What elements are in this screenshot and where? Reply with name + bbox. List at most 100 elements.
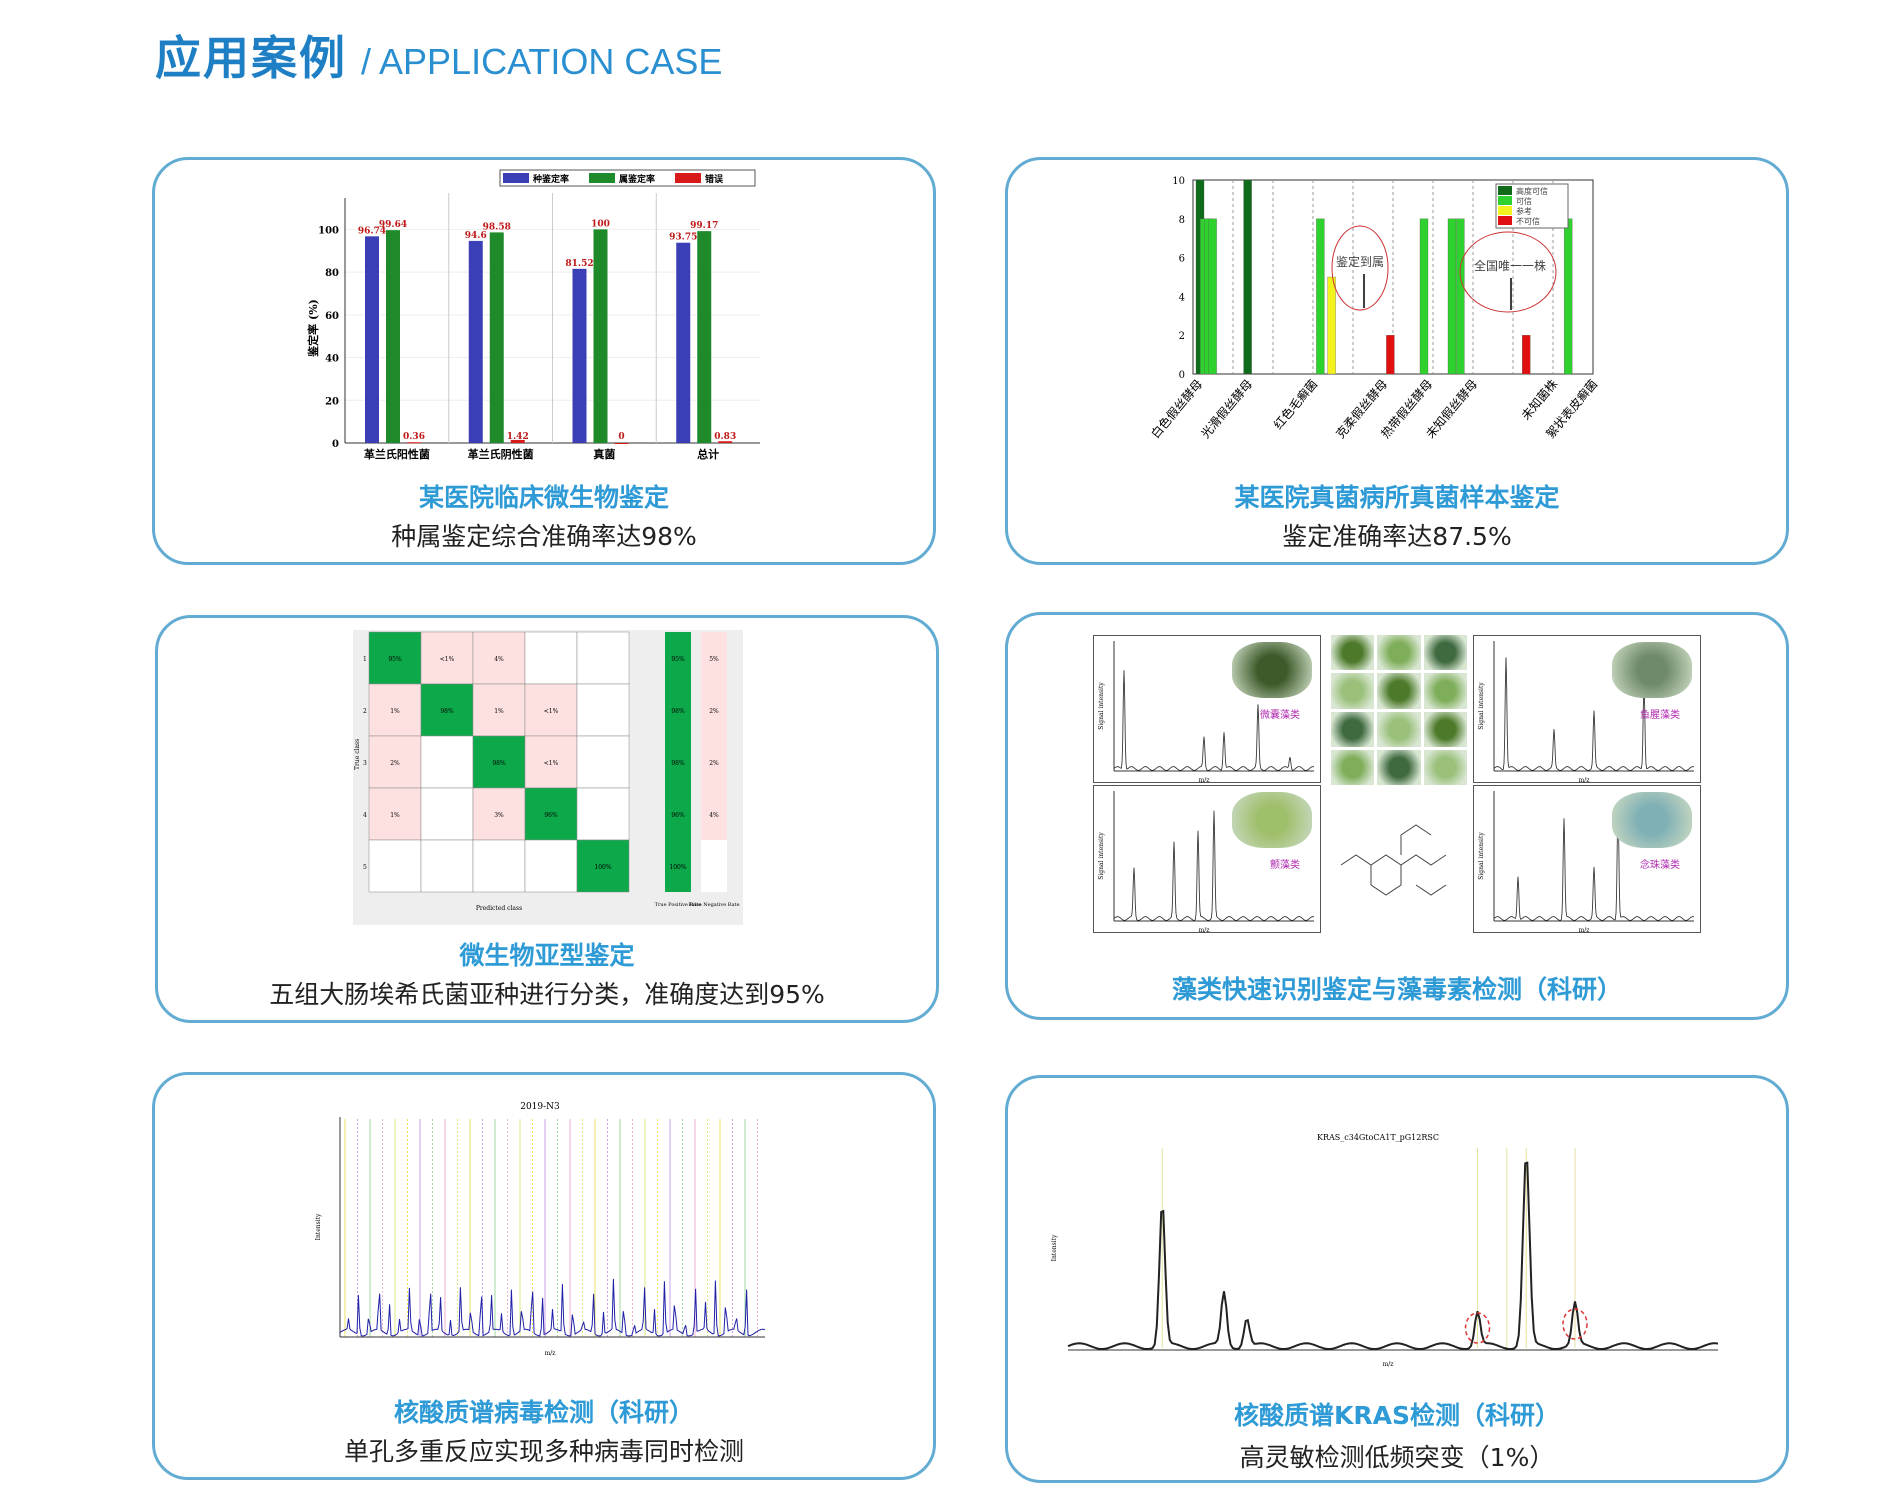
algae-micrograph: [1612, 642, 1692, 698]
micrograph-tile: [1331, 635, 1375, 671]
legend-label: 可信: [1516, 196, 1532, 206]
cell-value: 95%: [388, 656, 402, 663]
row-label: 5: [363, 864, 367, 871]
micrograph-tile: [1331, 711, 1375, 747]
y-tick-label: 8: [1179, 215, 1185, 226]
cell-value: 4%: [494, 656, 504, 663]
card-subtitle: 种属鉴定综合准确率达98%: [391, 522, 697, 551]
spectrum-plot: m/z Signal intensity: [1098, 641, 1315, 784]
tpr-value: 95%: [671, 656, 685, 663]
spectrum-line: [1067, 1161, 1719, 1351]
row-label: 1: [363, 656, 367, 663]
legend-label: 高度可信: [1516, 186, 1548, 196]
y-tick-label: 80: [325, 268, 339, 279]
x-axis-label: m/z: [1199, 777, 1210, 784]
row-label: 2: [363, 708, 367, 715]
data-label: 99.64: [379, 220, 407, 230]
title-en: / APPLICATION CASE: [361, 41, 723, 82]
panel-label: 颤藻类: [1270, 860, 1300, 871]
heatmap-cell: [576, 735, 630, 789]
card-title: 某医院临床微生物鉴定: [418, 483, 669, 512]
fnr-value: 2%: [709, 760, 719, 767]
micrograph-tile: [1423, 749, 1467, 785]
micrograph-tile: [1377, 673, 1421, 709]
bar-种鉴定率: [676, 242, 691, 443]
heatmap-cell: [524, 683, 578, 737]
data-label: 100: [591, 219, 610, 229]
cell-value: 96%: [544, 812, 558, 819]
cell-value: 3%: [494, 812, 504, 819]
x-tick-label: 革兰氏阴性菌: [468, 447, 534, 461]
spectrum-line: [1113, 670, 1315, 771]
heatmap-cell: [368, 631, 422, 685]
card-title: 某医院真菌病所真菌样本鉴定: [1234, 483, 1560, 512]
heatmap-cell: [420, 839, 474, 893]
bar-错误: [510, 439, 525, 443]
algae-micrograph: [1612, 792, 1692, 848]
micrograph-tile: [1423, 673, 1467, 709]
y-tick-label: 10: [1172, 176, 1185, 187]
confusion-matrix: 95%<1%4%1%98%1%<1%2%98%<1%1%3%96%100%123…: [353, 630, 743, 925]
y-axis-label: 鉴定率 (%): [306, 299, 320, 358]
legend-label: 错误: [705, 173, 724, 185]
legend-swatch: [1498, 216, 1512, 225]
data-label: 0.36: [403, 432, 425, 442]
heatmap-cell: [472, 787, 526, 841]
data-label: 81.52: [565, 259, 593, 269]
spectrum-line: [339, 1278, 766, 1337]
tpr-cell: [665, 736, 691, 788]
heatmap-cell: [524, 631, 578, 685]
heatmap-cell: [420, 683, 474, 737]
fnr-cell: [701, 840, 727, 892]
x-tick-label: 未知菌株: [1518, 376, 1560, 422]
y-axis-label: Signal intensity: [1478, 682, 1485, 730]
y-axis-label: Signal intensity: [1098, 682, 1105, 730]
annotation: 全国唯一一株: [1474, 258, 1546, 273]
card-subtitle: 五组大肠埃希氏菌亚种进行分类，准确度达到95%: [269, 980, 825, 1009]
y-tick-label: 100: [318, 225, 339, 236]
heatmap-cell: [472, 839, 526, 893]
spectrum-line: [1493, 657, 1695, 771]
legend-label: 种鉴定率: [532, 173, 569, 185]
y-tick-label: 0: [332, 439, 339, 450]
micrograph-tile: [1423, 635, 1467, 671]
bar: [1316, 218, 1325, 375]
y-tick-label: 4: [1179, 292, 1185, 303]
x-tick-label: 革兰氏阳性菌: [364, 447, 430, 461]
row-label: 4: [363, 812, 367, 819]
heatmap-cell: [368, 787, 422, 841]
legend-label: 参考: [1516, 206, 1532, 216]
heatmap-cell: [576, 839, 630, 893]
micrograph-tile: [1423, 711, 1467, 747]
micrograph-tile: [1377, 749, 1421, 785]
molecule-bonds: [1340, 824, 1447, 896]
chart-title: 2019-N3: [520, 1102, 560, 1112]
bar: [1386, 335, 1395, 375]
y-axis-label: True class: [354, 739, 361, 770]
bar: [1419, 218, 1429, 375]
tpr-cell: [665, 840, 691, 892]
card-subtitle: 单孔多重反应实现多种病毒同时检测: [343, 1437, 744, 1466]
data-label: 0: [618, 432, 624, 442]
bar: [1243, 179, 1252, 375]
annotation-circle: [1459, 231, 1557, 313]
heatmap-cell: [368, 735, 422, 789]
cell-value: 1%: [390, 812, 400, 819]
fnr-value: 2%: [709, 708, 719, 715]
highlight-circle: [1464, 1312, 1491, 1344]
fnr-cell: [701, 736, 727, 788]
tpr-cell: [665, 684, 691, 736]
card-subtitle: 鉴定准确率达87.5%: [1282, 522, 1512, 551]
heatmap-cell: [576, 683, 630, 737]
page-title: 应用案例 / APPLICATION CASE: [155, 22, 722, 88]
data-label: 0.83: [714, 432, 736, 442]
y-axis-label: Signal intensity: [1478, 832, 1485, 880]
